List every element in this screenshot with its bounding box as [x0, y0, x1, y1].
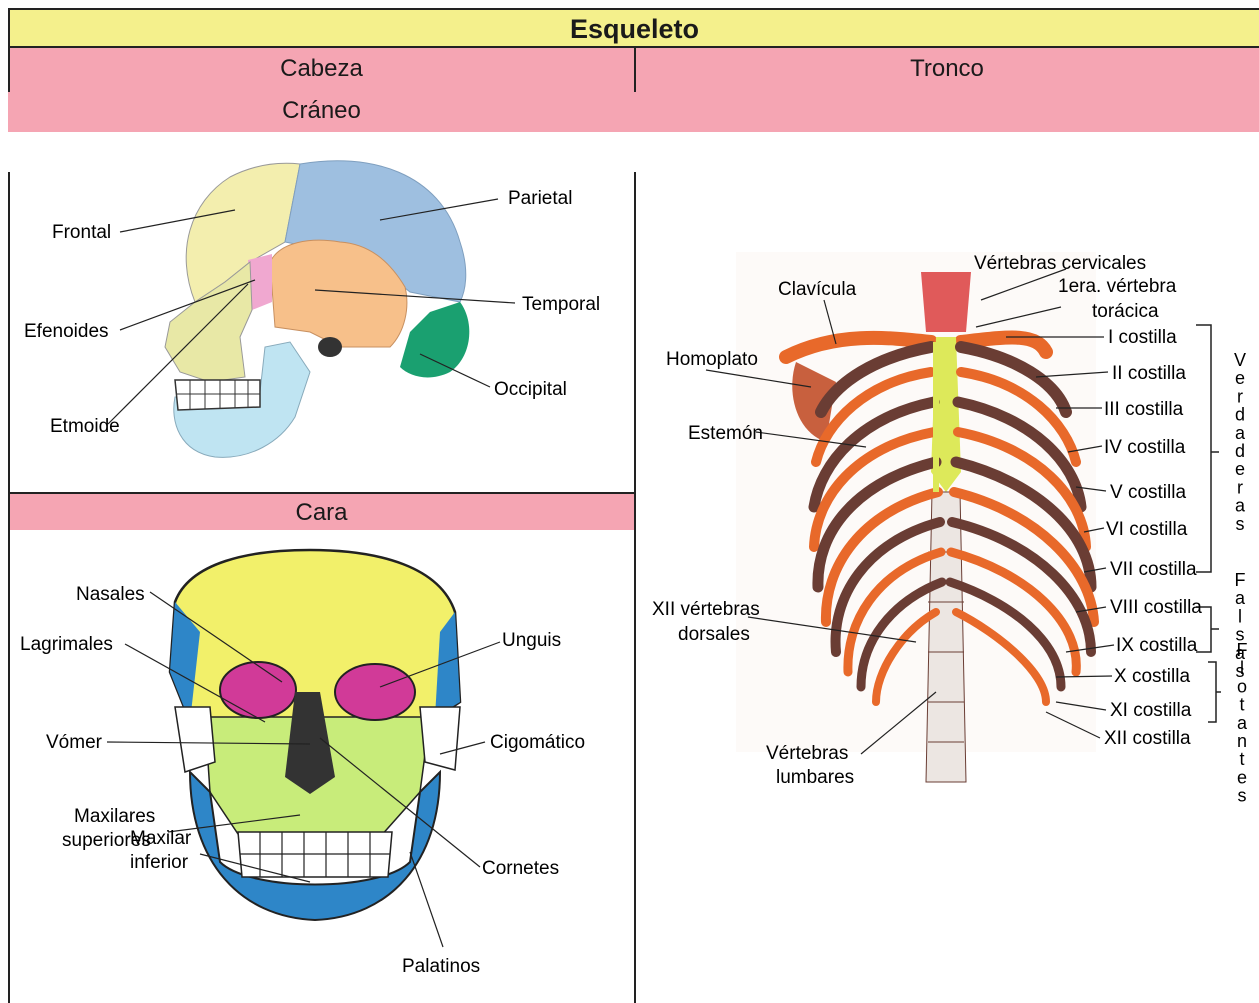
label-palatinos: Palatinos [402, 956, 480, 977]
rib-label: V costilla [1110, 482, 1186, 503]
label-estemon: Estemón [688, 423, 763, 444]
header-cara: Cara [8, 499, 635, 527]
tronco-diagram: Vértebras cervicales 1era. vértebra torá… [636, 132, 1259, 1003]
cervical-vertebrae [921, 272, 971, 332]
label-temporal: Temporal [522, 294, 600, 315]
label-occipital: Occipital [494, 379, 567, 400]
craneo-header-band: Cráneo [8, 90, 1259, 132]
header-craneo: Cráneo [8, 97, 635, 125]
diagram-title: Esqueleto [10, 10, 1259, 48]
header-tronco: Tronco [635, 55, 1259, 83]
rib-label: VII costilla [1110, 559, 1197, 580]
spine [926, 492, 966, 782]
label-lumbares-2: lumbares [776, 767, 854, 788]
label-xii-dorsales-2: dorsales [678, 624, 750, 645]
rib-label: I costilla [1108, 327, 1177, 348]
rib-label: XII costilla [1104, 728, 1191, 749]
label-parietal: Parietal [508, 188, 572, 209]
zygomatic-right [420, 707, 460, 770]
label-xii-dorsales-1: XII vértebras [652, 599, 760, 620]
label-clavicula: Clavícula [778, 279, 857, 300]
label-maxilares-1: Maxilares [74, 806, 155, 827]
zygomatic-left [175, 707, 215, 772]
cara-diagram: Nasales Lagrimales Unguis Vómer Cigomáti… [10, 532, 634, 1002]
label-lagrimales: Lagrimales [20, 634, 113, 655]
title-band: Esqueleto [8, 8, 1259, 48]
rib-label: VI costilla [1106, 519, 1188, 540]
label-vomer: Vómer [46, 732, 103, 753]
rib-label: II costilla [1112, 363, 1186, 384]
label-maxilar-inf-1: Maxilar [130, 828, 192, 849]
label-cornetes: Cornetes [482, 858, 559, 879]
ear-opening [318, 337, 342, 357]
label-primera-toracica-1: 1era. vértebra [1058, 276, 1177, 297]
frame-left-top [8, 8, 10, 92]
label-cigomatico: Cigomático [490, 732, 585, 753]
frame-middle-top [634, 48, 636, 92]
label-etmoide: Etmoide [50, 416, 120, 437]
label-nasales: Nasales [76, 584, 145, 605]
rib-label: IV costilla [1104, 437, 1186, 458]
orbit-right [335, 664, 415, 720]
rib-label: IX costilla [1116, 635, 1198, 656]
label-efenoides: Efenoides [24, 321, 109, 342]
label-homoplato: Homoplato [666, 349, 758, 370]
craneo-diagram: Frontal Parietal Efenoides Temporal Occi… [10, 132, 634, 490]
teeth [175, 380, 260, 410]
cara-header-band: Cara [8, 492, 635, 530]
rib-label: XI costilla [1110, 700, 1192, 721]
label-vert-cervicales: Vértebras cervicales [974, 253, 1146, 274]
occipital-bone [400, 302, 469, 377]
label-frontal: Frontal [52, 222, 111, 243]
label-primera-toracica-2: torácica [1092, 301, 1159, 322]
orbit-left [220, 662, 296, 718]
label-lumbares-1: Vértebras [766, 743, 848, 764]
rib-label: III costilla [1104, 399, 1184, 420]
rib-label: X costilla [1114, 666, 1190, 687]
label-unguis: Unguis [502, 630, 561, 651]
header-cabeza: Cabeza [8, 55, 635, 83]
rib-label: VIII costilla [1110, 597, 1202, 618]
label-maxilar-inf-2: inferior [130, 852, 189, 873]
